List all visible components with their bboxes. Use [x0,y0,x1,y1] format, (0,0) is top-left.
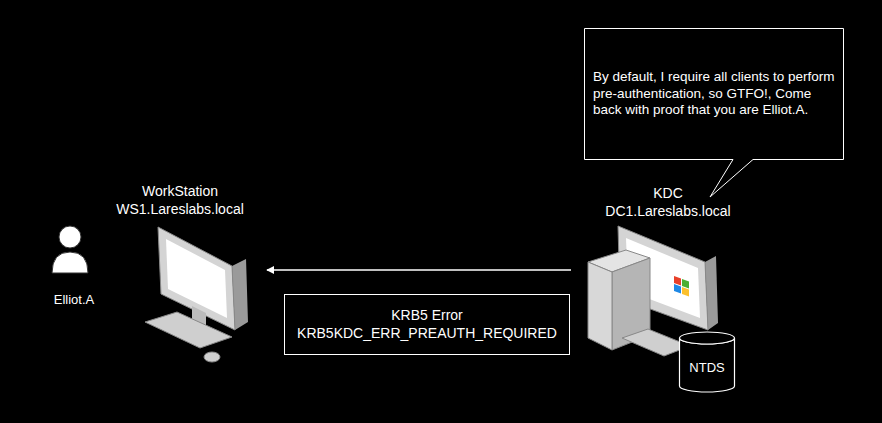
tower-front [588,262,612,350]
message-arrow [267,269,571,271]
node-label: WorkStation [93,183,267,201]
windows-logo [674,276,689,296]
logo-tile [682,287,689,297]
bubble-shape [585,29,844,198]
node-label: DC1.Lareslabs.local [571,203,765,221]
user-label: Elliot.A [36,222,112,308]
logo-tile [674,276,681,286]
error-box: KRB5 ErrorKRB5KDC_ERR_PREAUTH_REQUIRED [284,294,570,355]
node-label: KRB5KDC_ERR_PREAUTH_REQUIRED [295,325,559,343]
workstation-host: WorkStationWS1.Lareslabs.local [93,183,267,368]
speech-bubble: By default, I require all clients to per… [584,28,844,160]
node-label: KDC [571,185,765,203]
mouse [204,352,220,362]
logo-tile [682,279,689,289]
node-label: WS1.Lareslabs.local [93,201,267,219]
node-label: KRB5 Error [295,307,559,325]
kdc-host: KDCDC1.Lareslabs.localNTDS [571,185,765,400]
person-body [52,252,88,273]
database-cylinder: NTDS [679,332,735,392]
node-label: Elliot.A [36,292,112,308]
cylinder-body [680,338,735,392]
callout-text: By default, I require all clients to per… [593,69,835,120]
person-head [59,226,81,248]
node-label: NTDS [679,360,735,376]
keyboard [145,312,232,348]
cylinder-top [680,332,735,344]
logo-tile [674,284,681,294]
monitor-screen [166,239,227,318]
